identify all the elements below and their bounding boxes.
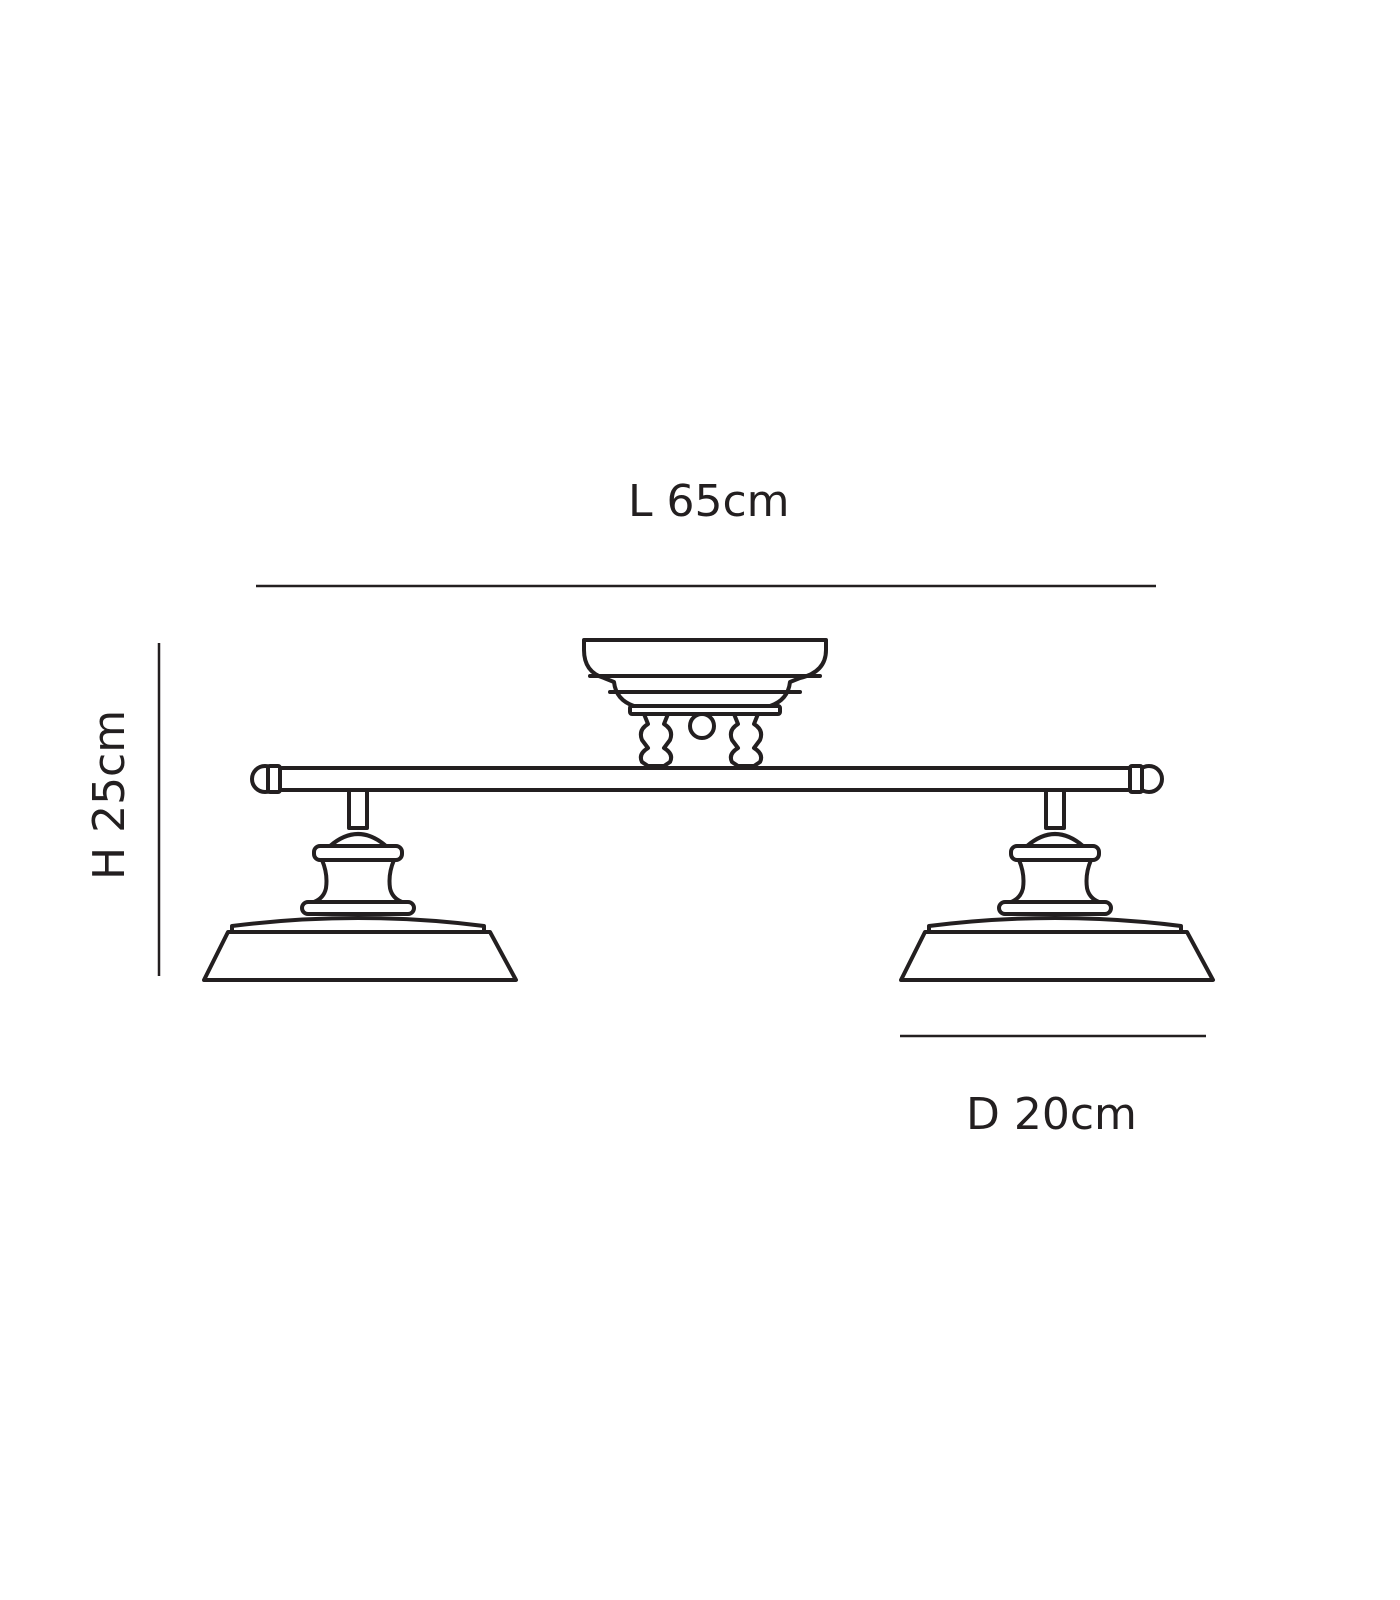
lamp-shade-right [899, 788, 1215, 982]
depth-label: D 20cm [966, 1089, 1137, 1140]
horizontal-bar [250, 764, 1164, 794]
height-label: H 25cm [84, 709, 135, 880]
ceiling-canopy [582, 638, 828, 716]
center-screw [688, 712, 716, 740]
mounting-post-left [638, 712, 674, 768]
mounting-post-right [728, 712, 764, 768]
length-label: L 65cm [628, 476, 790, 527]
lamp-shade-left [202, 788, 518, 982]
